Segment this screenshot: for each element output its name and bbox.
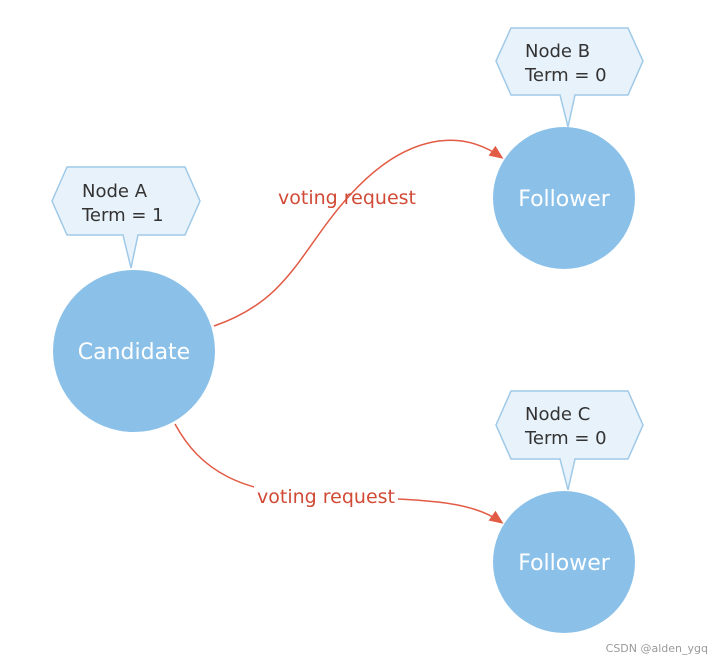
node-b-circle [493, 127, 635, 269]
node-b-role: Follower [518, 187, 611, 212]
node-a-callout: Node A Term = 1 [51, 166, 201, 269]
edge-a-to-b-line [213, 139, 504, 327]
node-b-term: Term = 0 [524, 65, 607, 86]
node-b: Follower [493, 127, 635, 269]
node-b-callout: Node B Term = 0 [495, 27, 644, 128]
node-c-role: Follower [518, 551, 611, 576]
node-c-callout: Node C Term = 0 [495, 390, 644, 491]
node-c-name: Node C [525, 404, 590, 425]
edge-a-to-c-label: voting request [257, 486, 395, 508]
node-a: Candidate [53, 270, 215, 432]
node-a-role: Candidate [78, 340, 190, 365]
edge-a-to-b-label: voting request [278, 187, 416, 209]
node-b-callout-shape [495, 27, 644, 128]
edge-a-to-c-label-bg [254, 484, 398, 508]
node-b-name: Node B [525, 41, 590, 62]
node-c-term: Term = 0 [524, 428, 607, 449]
node-a-name: Node A [82, 181, 148, 202]
node-a-circle [53, 270, 215, 432]
edge-a-to-c: voting request [174, 423, 504, 524]
node-a-term: Term = 1 [81, 205, 164, 226]
edge-a-to-b: voting request [213, 139, 504, 327]
node-c-callout-shape [495, 390, 644, 491]
node-a-callout-shape [51, 166, 201, 269]
node-c: Follower [493, 491, 635, 633]
node-c-circle [493, 491, 635, 633]
watermark: CSDN @alden_ygq [606, 642, 708, 655]
